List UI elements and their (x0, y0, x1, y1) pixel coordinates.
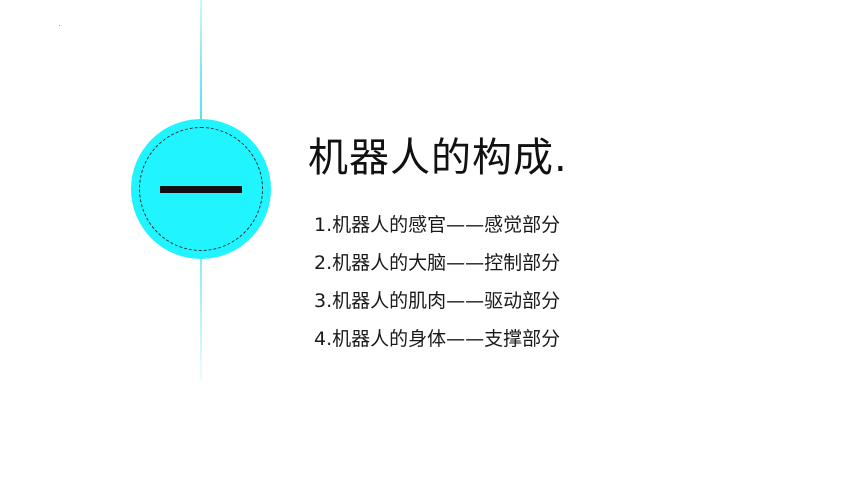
list-item: 3.机器人的肌肉——驱动部分 (314, 290, 561, 312)
component-list: 1.机器人的感官——感觉部分 2.机器人的大脑——控制部分 3.机器人的肌肉——… (314, 208, 560, 360)
section-number-glyph (160, 185, 242, 193)
dashed-ring (139, 127, 263, 251)
corner-dot (59, 25, 60, 26)
slide-title: 机器人的构成. (308, 135, 568, 181)
list-item: 2.机器人的大脑——控制部分 (314, 252, 561, 274)
section-number-circle: 一 (131, 119, 271, 259)
list-item: 1.机器人的感官——感觉部分 (314, 214, 561, 236)
section-number: 一 (131, 119, 271, 259)
list-item: 4.机器人的身体——支撑部分 (314, 328, 561, 350)
